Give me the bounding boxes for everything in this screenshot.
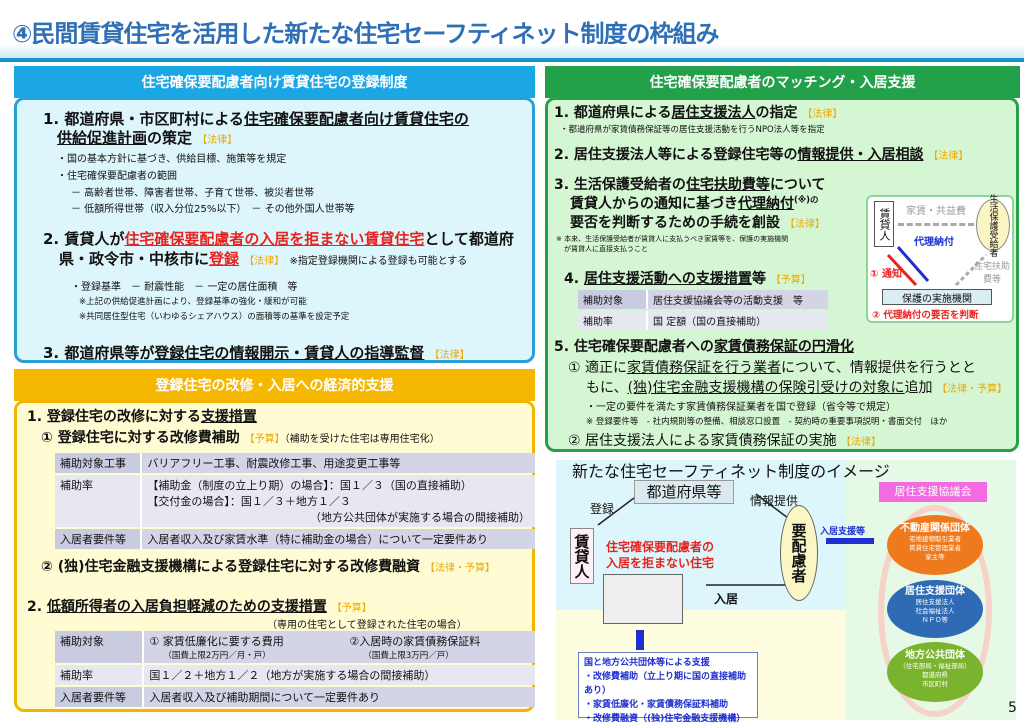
reg-note: ※共同居住型住宅（いわゆるシェアハウス）の面積等の基準を設定予定 [79,312,350,322]
reg-item-1: 1. 都道府県・市区町村による住宅確保要配慮者向け賃貸住宅の [43,110,469,128]
proxy-payment-diagram: 賃貸人 家賃・共益費 生活保護受給者 代理納付 ① 通知 住宅扶助費等 保護の実… [866,194,1014,323]
registration-panel: 1. 都道府県・市区町村による住宅確保要配慮者向け賃貸住宅の 供給促進計画の策定… [14,97,535,363]
econ-item-1: 1. 登録住宅の改修に対する [27,409,201,425]
reg-item-1-l2: 供給促進計画の策定 【法律】 [57,129,238,147]
reg-note: ※上記の供給促進計画により、登録基準の強化・緩和が可能 [79,297,307,307]
match-item-2: 2. 居住支援法人等による登録住宅等の情報提供・入居相談 【法律】 [554,147,969,163]
page-title: ④民間賃貸住宅を活用した新たな住宅セーフティネット制度の枠組み [12,20,719,48]
match-note: ※ 登録要件等 - 社内規則等の整備、相談窓口設置 - 契約時の重要事項説明・書… [586,417,948,427]
reg-bullet: ・登録基準 － 耐震性能 － 一定の居住面積 等 [71,282,298,293]
org-local-gov: 地方公共団体（住宅部局・福祉部局）都道府県市区町村 [887,642,983,702]
council-ring [878,505,992,717]
diagram-agency: 保護の実施機関 [882,289,992,305]
diagram-housing-aid: 住宅扶助費等 [973,262,1010,285]
diagram-landlord: 賃貸人 [874,201,894,247]
housing-label-1: 住宅確保要配慮者の [606,540,715,554]
reg-bullet: ・国の基本方針に基づき、供給目標、施策等を規定 [57,154,287,165]
diagram-proxy: 代理納付 [914,237,954,248]
diagram-recipient: 生活保護受給者 [976,194,1010,257]
support-table: 補助対象居住支援協議会等の活動支援 等 補助率国 定額（国の直接補助） [578,288,828,332]
match-item-5a: ① 適正に家賃債務保証を行う業者について、情報提供を行うとと [568,360,976,376]
up-arrow [636,630,644,650]
move-in-label: 入居 [714,592,739,606]
council-label: 居住支援協議会 [879,482,987,502]
econ-item-1b: ② (独)住宅金融支援機構による登録住宅に対する改修費融資 【法律・予算】 [41,559,495,575]
matching-header: 住宅確保要配慮者のマッチング・入居支援 [545,66,1020,98]
matching-panel: 1. 都道府県による居住支援法人の指定 【法律】 ・都道府県が家賃債務保証等の居… [545,97,1019,452]
econ-item-2-note: （専用の住宅として登録された住宅の場合） [267,620,467,631]
match-item-3: 3. 生活保護受給者の住宅扶助費等について [554,177,826,193]
match-item-1: 1. 都道府県による居住支援法人の指定 【法律】 [554,105,843,121]
reg-item-2: 2. 賃貸人が住宅確保要配慮者の入居を拒まない賃貸住宅として都道府 [43,230,514,248]
economic-header: 登録住宅の改修・入居への経済的支援 [14,369,535,401]
diagram-judge: ② 代理納付の要否を判断 [872,310,979,321]
econ-item-2: 2. 低額所得者の入居負担軽減のための支援措置 【予算】 [27,599,372,615]
aid-box: 国と地方公共団体等による支援 ・改修費補助（立上り期に国の直接補助あり） ・家賃… [578,652,758,724]
support-label: 入居支援等 [820,527,866,537]
apartment-icon [603,574,683,624]
rent-arrow [898,223,974,226]
match-note: が賃貸人に直接支払うこと [564,245,648,253]
economic-panel: 1. 登録住宅の改修に対する支援措置 ① 登録住宅に対する改修費補助 【予算】（… [14,400,535,712]
registration-header: 住宅確保要配慮者向け賃貸住宅の登録制度 [14,66,535,98]
reg-bullet: ・住宅確保要配慮者の範囲 [57,171,177,182]
image-title: 新たな住宅セーフティネット制度のイメージ [572,462,890,481]
info-label: 情報提供 [750,494,799,508]
renovation-table: 補助対象工事バリアフリー工事、耐震改修工事、用途変更工事等 補助率【補助金（制度… [55,451,535,551]
match-item-5: 5. 住宅確保要配慮者への家賃債務保証の円滑化 [554,339,854,355]
diagram-arrows [886,246,988,287]
org-real-estate: 不動産関係団体宅地建物取引業者賃貸住宅管理業者家主等 [887,515,983,575]
match-bullet: ・一定の要件を満たす家賃債務保証業者を国で登録（省令等で規定） [586,402,896,413]
title-rule [0,58,1024,62]
match-bullet: ・都道府県が家賃債務保証等の居住支援活動を行うNPO法人等を指定 [560,125,825,135]
econ-item-1-u: 支援措置 [200,409,257,425]
reg-bullet: － 高齢者世帯、障害者世帯、子育て世帯、被災者世帯 [71,188,315,199]
needy-ellipse: 要配慮者 [780,505,818,601]
housing-label-2: 入居を拒まない住宅 [606,556,715,570]
match-note: ※ 本来、生活保護受給者が賃貸人に支払うべき家賃等を、保護の実施機関 [556,235,789,243]
title-band [0,44,1024,58]
reg-item-3: 3. 都道府県等が登録住宅の情報開示・賃貸人の指導監督 【法律】 [43,344,470,362]
register-label: 登録 [590,502,615,516]
page-number: 5 [1008,700,1017,716]
reg-bullet: － 低額所得世帯（収入分位25%以下） － その他外国人世帯等 [71,204,355,215]
match-item-5b: ② 居住支援法人による家賃債務保証の実施 【法律】 [568,433,882,449]
prefecture-box: 都道府県等 [634,480,734,504]
reg-item-2-l2: 県・政令市・中核市に登録 【法律】 ※指定登録機関による登録も可能とする [59,250,468,268]
diagram-notice: ① 通知 [870,269,902,280]
support-arrow [826,538,874,544]
econ-item-1a: ① 登録住宅に対する改修費補助 【予算】（補助を受けた住宅は専用住宅化） [41,430,440,446]
landlord-box: 賃貸人 [570,528,594,584]
diagram-rent: 家賃・共益費 [906,206,966,217]
match-item-4: 4. 居住支援活動への支援措置等 【予算】 [564,271,811,287]
